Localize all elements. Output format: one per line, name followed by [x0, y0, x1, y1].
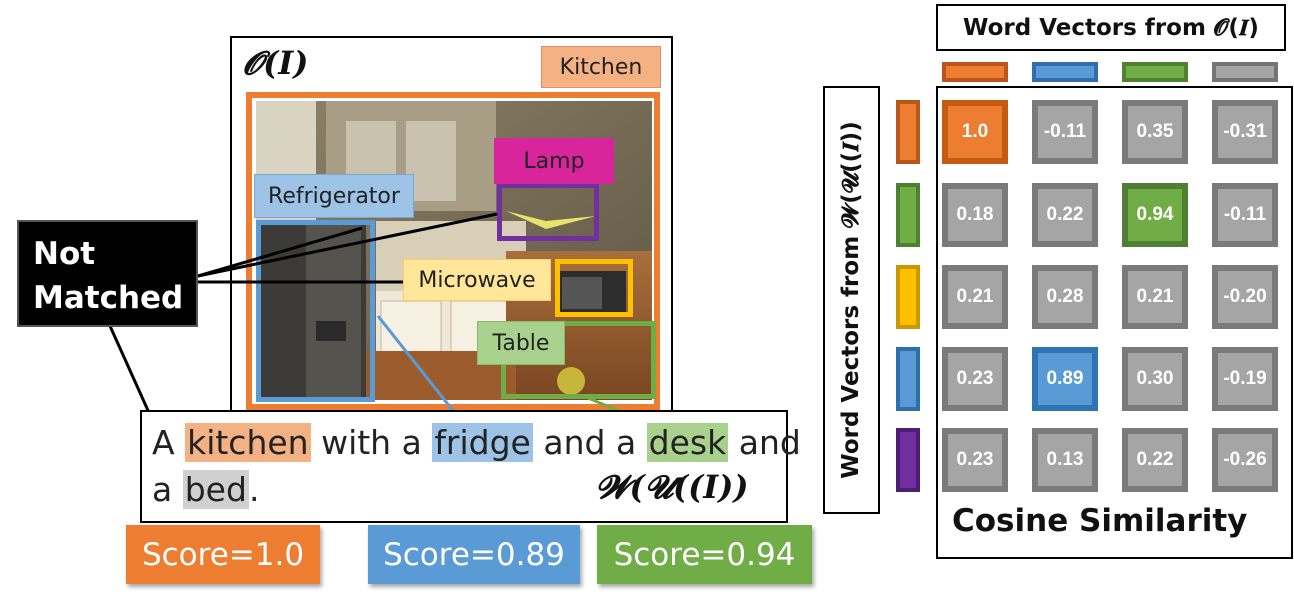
refrigerator-label: Refrigerator [254, 174, 414, 218]
row-title: Word Vectors from 𝓦(𝓤((𝑰)) [838, 121, 864, 479]
caption-word-a-2: a [152, 470, 173, 509]
row-swatch-purple [896, 428, 920, 492]
caption-word-desk: desk [646, 423, 729, 462]
matrix-cell-5-3: 0.22 [1122, 428, 1188, 492]
matrix-cell-2-4: -0.11 [1212, 183, 1278, 247]
caption-word-kitchen: kitchen [185, 423, 311, 462]
matrix-cell-4-4: -0.19 [1212, 347, 1278, 411]
matrix-frame [936, 86, 1293, 559]
column-title: Word Vectors from 𝓞(𝑰) [963, 14, 1259, 41]
caption-period: . [248, 470, 260, 509]
matrix-cell-1-4: -0.31 [1212, 100, 1278, 164]
matrix-cell-1-3: 0.35 [1122, 100, 1188, 164]
caption-word-and: and [738, 423, 801, 462]
matrix-cell-4-1: 0.23 [942, 347, 1008, 411]
not-matched-line-lamp [197, 212, 498, 278]
matrix-cell-2-1: 0.18 [942, 183, 1008, 247]
matrix-cell-3-2: 0.28 [1032, 265, 1098, 329]
caption-word-with-a: with a [321, 423, 422, 462]
row-swatch-yellow [896, 265, 920, 329]
fridge-link-line [376, 315, 464, 423]
score-blue: Score=0.89 [368, 525, 580, 584]
table-label: Table [477, 321, 565, 365]
score-orange: Score=1.0 [126, 525, 320, 584]
not-matched-line-2: Matched [33, 280, 184, 316]
matrix-cell-1-1: 1.0 [942, 100, 1008, 164]
matrix-cell-4-3: 0.30 [1122, 347, 1188, 411]
column-swatch-gray [1212, 62, 1278, 82]
caption-word-a: A [152, 423, 175, 462]
scene-label-kitchen: Kitchen [541, 46, 661, 88]
caption-line-1: A kitchen with a fridge and a desk and [152, 420, 801, 466]
microwave-box [555, 259, 633, 317]
column-swatch-blue [1032, 62, 1098, 82]
caption-formula: 𝓦(𝓤((𝑰)) [596, 468, 749, 506]
caption-word-fridge: fridge [432, 423, 533, 462]
not-matched-line-refrigerator [197, 226, 363, 278]
row-swatch-blue [896, 347, 920, 411]
column-swatch-green [1122, 62, 1188, 82]
matrix-footer: Cosine Similarity [952, 503, 1248, 539]
column-title-box [936, 4, 1286, 51]
matrix-cell-3-1: 0.21 [942, 265, 1008, 329]
caption-line-2: a bed. [152, 467, 259, 513]
row-swatch-green [896, 183, 920, 247]
matrix-cell-3-3: 0.21 [1122, 265, 1188, 329]
caption-word-and-a: and a [543, 423, 637, 462]
microwave-label: Microwave [403, 259, 551, 301]
caption-word-bed: bed [182, 470, 249, 509]
not-matched-line-1: Not [33, 236, 96, 272]
matrix-cell-2-2: 0.22 [1032, 183, 1098, 247]
column-swatch-orange [942, 62, 1008, 82]
matrix-cell-5-1: 0.23 [942, 428, 1008, 492]
matrix-cell-2-3: 0.94 [1122, 183, 1188, 247]
lamp-label: Lamp [494, 138, 614, 184]
matrix-cell-5-2: 0.13 [1032, 428, 1098, 492]
image-panel-title: 𝓞(𝑰) [243, 44, 309, 82]
lamp-box [497, 183, 599, 241]
not-matched-box: Not Matched [17, 220, 198, 327]
row-title-box [823, 86, 880, 514]
matrix-cell-3-4: -0.20 [1212, 265, 1278, 329]
matrix-cell-5-4: -0.26 [1212, 428, 1278, 492]
matrix-cell-1-2: -0.11 [1032, 100, 1098, 164]
row-swatch-orange [896, 100, 920, 164]
score-green: Score=0.94 [597, 525, 812, 584]
refrigerator-box [256, 220, 375, 402]
matrix-cell-4-2: 0.89 [1032, 347, 1098, 411]
